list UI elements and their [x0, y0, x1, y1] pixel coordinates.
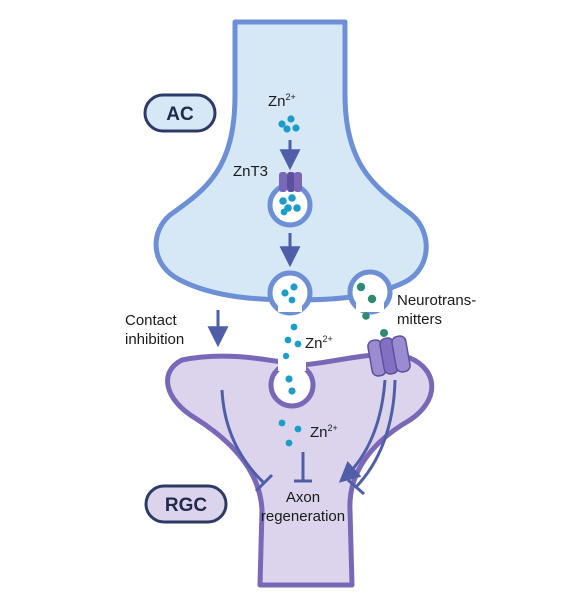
- neurotransmitter-dots: [356, 282, 388, 337]
- znt3-transporter-icon: [279, 172, 302, 192]
- inhibit-neuro-bar: [347, 478, 365, 496]
- zn-top-label: Zn2+: [268, 92, 296, 110]
- contact-label-line2: inhibition: [125, 331, 184, 348]
- zinc-dots: [278, 115, 302, 447]
- ac-badge: AC: [143, 93, 217, 133]
- inhibit-neuro: [354, 379, 397, 489]
- rgc-badge-label: RGC: [165, 495, 208, 516]
- promote-neuro: [338, 379, 387, 483]
- neuro-label-line2: mitters: [397, 311, 442, 328]
- neuro-label-line1: Neurotrans-: [397, 292, 476, 309]
- axon-label-line2: regeneration: [261, 508, 345, 525]
- inhibit-contact-bar: [254, 473, 274, 493]
- zn-cleft-label: Zn2+: [305, 334, 333, 352]
- vesicle-opening: [278, 300, 302, 312]
- rgc-pit-opening: [278, 355, 306, 371]
- znt3-label: ZnT3: [233, 163, 268, 180]
- zn-post-label: Zn2+: [310, 423, 338, 441]
- receptor-channel-icon: [367, 335, 411, 377]
- rgc-badge: RGC: [144, 484, 228, 524]
- vesicle-neuro-opening: [356, 300, 384, 312]
- inhibit-contact: [220, 389, 266, 485]
- axon-label-line1: Axon: [286, 489, 320, 506]
- contact-label-line1: Contact: [125, 312, 178, 329]
- ac-badge-label: AC: [166, 104, 194, 125]
